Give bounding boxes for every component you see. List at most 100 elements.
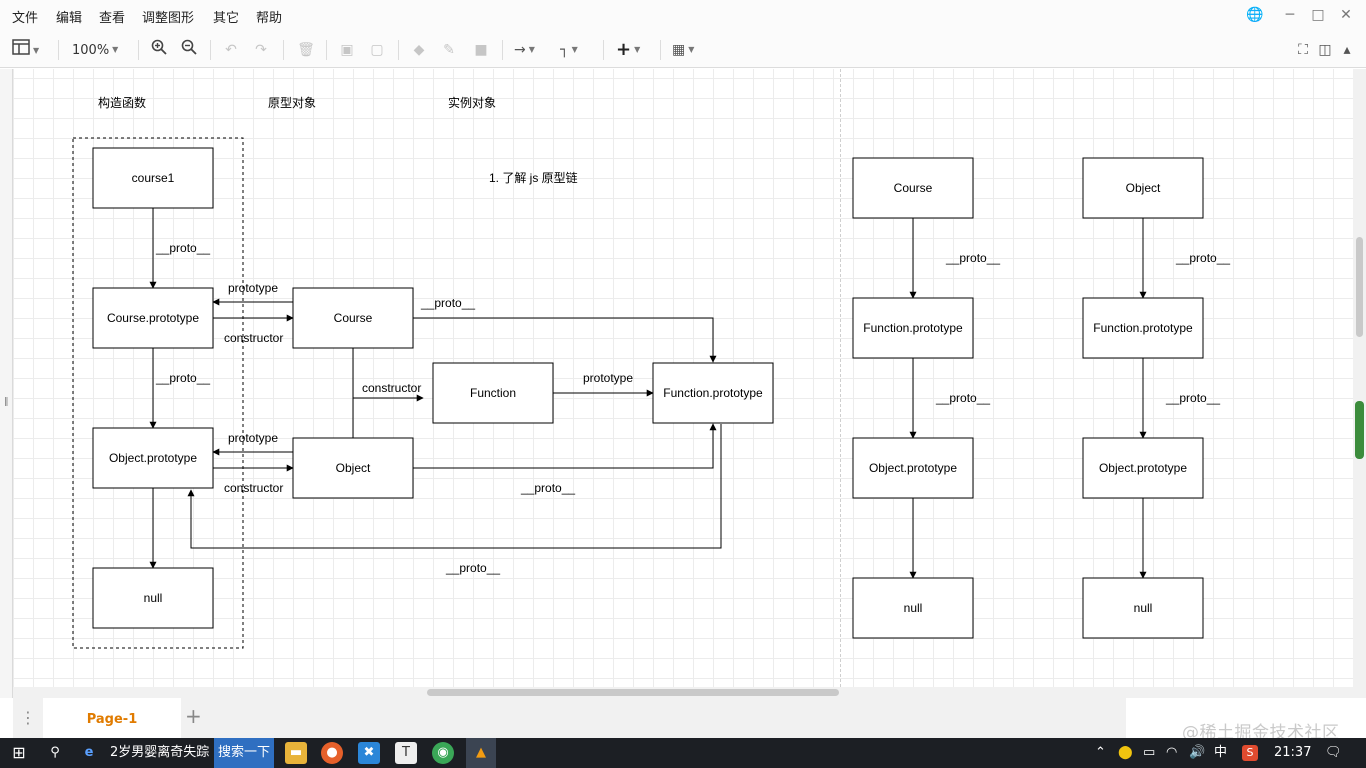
table-icon[interactable]: ▦▼ xyxy=(672,42,695,58)
news-headline[interactable]: 2岁男婴离奇失踪 xyxy=(110,745,210,760)
menu-arrange[interactable]: 调整图形 xyxy=(142,11,195,26)
collapse-icon[interactable]: ▴ xyxy=(1343,42,1351,58)
node-null[interactable] xyxy=(92,567,214,629)
tray-expand-icon[interactable]: ⌃ xyxy=(1095,745,1106,760)
node-r-course-null[interactable] xyxy=(852,577,974,639)
node-label-course-prototype: Course.prototype xyxy=(107,311,199,325)
to-back-icon[interactable]: ▢ xyxy=(370,42,384,58)
firefox-icon[interactable]: ● xyxy=(321,742,343,764)
search-icon[interactable]: ⚲ xyxy=(50,745,60,760)
node-label-object: Object xyxy=(336,461,371,475)
node-function[interactable] xyxy=(432,362,554,424)
redo-icon[interactable]: ↷ xyxy=(255,42,267,58)
close-icon[interactable]: ✕ xyxy=(1340,7,1352,23)
ime-indicator[interactable]: 中 xyxy=(1214,745,1228,760)
to-front-icon[interactable]: ▣ xyxy=(340,42,354,58)
ie-browser-icon[interactable]: e xyxy=(84,745,94,760)
delete-icon[interactable]: 🗑 xyxy=(297,42,315,58)
edge-label-proto-4: __proto__ xyxy=(520,481,575,495)
windows-start-icon[interactable]: ⊞ xyxy=(12,743,26,762)
shadow-icon[interactable]: ■ xyxy=(474,42,488,58)
notification-icon[interactable]: 🗨 xyxy=(1325,745,1342,760)
header-constructor: 构造函数 xyxy=(98,95,146,110)
menu-extras[interactable]: 其它 xyxy=(213,11,240,26)
node-r-object-null[interactable] xyxy=(1082,577,1204,639)
menu-view[interactable]: 查看 xyxy=(99,11,126,26)
node-label-object-prototype: Object.prototype xyxy=(109,451,197,465)
pages-menu-icon[interactable]: ⋮ xyxy=(13,698,43,738)
node-function-prototype[interactable] xyxy=(652,362,774,424)
node-label-r-course-null: null xyxy=(904,601,923,615)
edge-course-to-function-prototype[interactable] xyxy=(413,317,717,363)
header-prototype-object: 原型对象 xyxy=(268,96,316,110)
zoom-in-icon[interactable] xyxy=(150,39,168,61)
edge-label-proto-1: __proto__ xyxy=(155,241,210,255)
minimize-icon[interactable]: ─ xyxy=(1285,7,1295,23)
menu-help[interactable]: 帮助 xyxy=(256,11,283,26)
node-course[interactable] xyxy=(292,287,414,349)
edge-function-prototype-to-object-prototype[interactable] xyxy=(187,424,722,549)
horizontal-scroll-thumb[interactable] xyxy=(427,689,839,696)
tray-app-icon[interactable]: ⬤ xyxy=(1118,745,1133,760)
node-r-course[interactable] xyxy=(852,157,974,219)
node-object[interactable] xyxy=(292,437,414,499)
page-tab-bar: ⋮ Page-1 + xyxy=(0,698,1366,738)
app-typora-icon[interactable]: T xyxy=(395,742,417,764)
diagram-canvas[interactable]: ‖ 构造函数 原型对象 实例对象 1. 了解 js 原型链 __proto__ … xyxy=(0,69,1366,698)
add-page-icon[interactable]: + xyxy=(185,704,202,728)
node-r-object[interactable] xyxy=(1082,157,1204,219)
horizontal-scrollbar[interactable] xyxy=(13,687,1353,698)
prototype-chain-group[interactable] xyxy=(72,137,244,649)
zoom-out-icon[interactable] xyxy=(180,39,198,61)
edge-label-r-proto-2: __proto__ xyxy=(935,391,990,405)
sidebar-collapse-handle[interactable]: ‖ xyxy=(0,69,13,698)
node-label-r-course-fp: Function.prototype xyxy=(863,321,963,335)
scroll-grip-handle[interactable] xyxy=(1355,401,1364,459)
node-course1[interactable] xyxy=(92,147,214,209)
undo-icon[interactable]: ↶ xyxy=(225,42,237,58)
chrome-icon[interactable]: ◉ xyxy=(432,742,454,764)
drawio-active-icon[interactable]: ▲ xyxy=(466,738,496,768)
node-object-prototype[interactable] xyxy=(92,427,214,489)
menu-file[interactable]: 文件 xyxy=(12,11,39,26)
insert-plus-icon[interactable]: +▼ xyxy=(616,39,641,60)
app-blue-icon[interactable]: ✖ xyxy=(358,742,380,764)
note-text: 1. 了解 js 原型链 xyxy=(489,170,578,185)
edge-label-proto-2: __proto__ xyxy=(155,371,210,385)
format-panel-icon[interactable]: ◫ xyxy=(1318,42,1332,58)
page-tab-1[interactable]: Page-1 xyxy=(43,698,181,738)
node-label-null: null xyxy=(144,591,163,605)
clock-time[interactable]: 21:37 xyxy=(1274,745,1312,760)
edge-label-proto-5: __proto__ xyxy=(445,561,500,575)
edge-label-r-proto-1: __proto__ xyxy=(945,251,1000,265)
battery-icon[interactable]: ▭ xyxy=(1143,745,1156,760)
zoom-dropdown[interactable]: 100%▼ xyxy=(72,43,119,58)
connection-style-icon[interactable]: →▼ xyxy=(514,42,535,58)
format-panel-toggle-icon[interactable]: ▼ xyxy=(12,39,39,61)
node-r-course-function-prototype[interactable] xyxy=(852,297,974,359)
edge-label-prototype-1: prototype xyxy=(228,281,278,295)
maximize-icon[interactable]: □ xyxy=(1311,7,1325,23)
fullscreen-icon[interactable]: ⛶ xyxy=(1298,42,1308,58)
taskbar-search-button[interactable]: 搜索一下 xyxy=(214,738,274,768)
sogou-ime-icon[interactable]: S xyxy=(1242,745,1258,761)
file-explorer-icon[interactable]: ▬ xyxy=(285,742,307,764)
wifi-icon[interactable]: ◠ xyxy=(1166,745,1178,760)
node-r-course-object-prototype[interactable] xyxy=(852,437,974,499)
fill-color-icon[interactable]: ◆ xyxy=(413,42,425,58)
vertical-scrollbar[interactable] xyxy=(1353,69,1366,698)
node-r-object-function-prototype[interactable] xyxy=(1082,297,1204,359)
node-label-function: Function xyxy=(470,386,516,400)
node-r-object-object-prototype[interactable] xyxy=(1082,437,1204,499)
edge-label-constructor-3: constructor xyxy=(362,381,421,395)
diagram-svg[interactable]: 构造函数 原型对象 实例对象 1. 了解 js 原型链 __proto__ __… xyxy=(0,69,1366,698)
edge-object-to-function-prototype[interactable] xyxy=(413,423,717,469)
language-globe-icon[interactable]: 🌐 xyxy=(1246,7,1264,23)
line-color-icon[interactable]: ✎ xyxy=(443,42,455,58)
node-course-prototype[interactable] xyxy=(92,287,214,349)
vertical-scroll-thumb[interactable] xyxy=(1356,237,1363,337)
node-label-r-object: Object xyxy=(1126,181,1161,195)
volume-icon[interactable]: 🔊 xyxy=(1189,745,1206,760)
waypoints-icon[interactable]: ┐▼ xyxy=(560,42,578,58)
menu-edit[interactable]: 编辑 xyxy=(56,11,83,26)
